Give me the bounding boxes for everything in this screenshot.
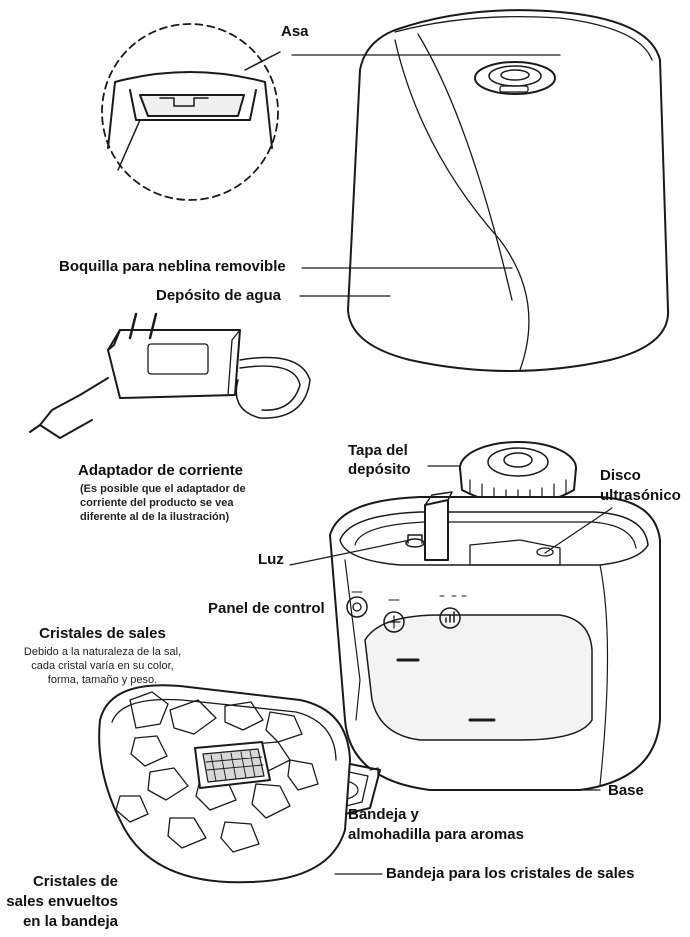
power-adapter [29, 312, 311, 439]
label-panel: Panel de control [208, 600, 325, 617]
label-bandeja-cristales: Bandeja para los cristales de sales [386, 865, 635, 882]
note-adaptador-2: corriente del producto se vea [80, 497, 234, 509]
label-disco-2: ultrasónico [600, 487, 681, 504]
note-adaptador-3: diferente al de la ilustración) [80, 511, 230, 523]
luz-leader [289, 539, 411, 566]
label-bandeja-aromas-1: Bandeja y [348, 806, 419, 823]
base-unit [329, 491, 661, 791]
label-adaptador: Adaptador de corriente [78, 462, 244, 479]
label-base: Base [608, 782, 644, 799]
tank-cap [427, 441, 577, 507]
label-boquilla: Boquilla para neblina removible [59, 258, 286, 275]
disco-leader [544, 507, 613, 554]
salt-crystal-tray [98, 684, 351, 884]
label-envueltos-1: Cristales de [32, 873, 118, 890]
handle-detail-circle [101, 23, 281, 201]
label-envueltos-2: sales envueltos [6, 893, 118, 910]
label-envueltos-3: en la bandeja [22, 913, 118, 930]
water-tank [291, 9, 670, 372]
note-cristales-1: Debido a la naturaleza de la sal, [23, 646, 182, 658]
label-cristales: Cristales de sales [39, 625, 166, 642]
label-asa: Asa [281, 23, 309, 40]
label-tapa-2: depósito [348, 461, 411, 478]
label-disco-1: Disco [600, 467, 641, 484]
label-luz: Luz [258, 551, 284, 568]
label-deposito: Depósito de agua [156, 287, 282, 304]
label-bandeja-aromas-2: almohadilla para aromas [348, 826, 524, 843]
note-cristales-3: forma, tamaño y peso. [47, 674, 158, 686]
note-adaptador-1: (Es posible que el adaptador de [80, 483, 246, 495]
note-cristales-2: cada cristal varía en su color, [31, 660, 174, 672]
label-tapa-1: Tapa del [348, 442, 408, 459]
